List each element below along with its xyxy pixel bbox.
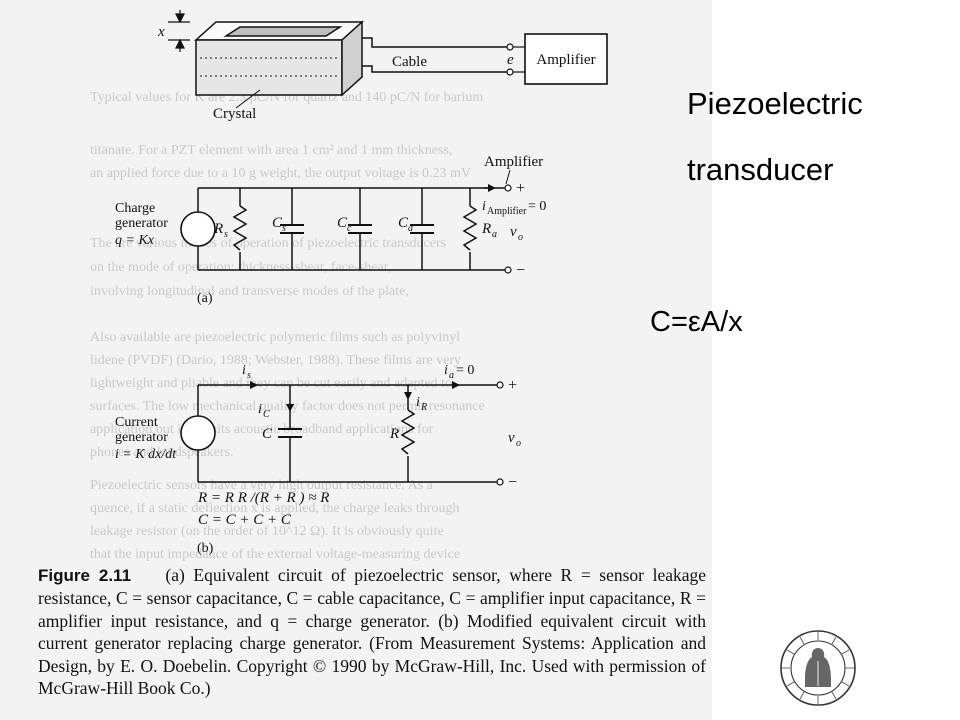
- cs-label: C: [272, 215, 283, 231]
- vo-subscript: o: [516, 438, 521, 449]
- ia-label: i: [444, 363, 448, 378]
- i-amplifier-value: = 0: [528, 199, 546, 214]
- current-generator-label: Current: [115, 415, 158, 430]
- ia-arrow: [452, 381, 460, 389]
- plus-sign: +: [508, 377, 517, 394]
- is-label: i: [242, 363, 246, 378]
- current-generator-label: generator: [115, 430, 168, 445]
- i-amplifier-subscript: Amplifier: [487, 206, 527, 217]
- scanned-textbook-page: Typical values for K are 2.3 pC/N for qu…: [0, 0, 712, 720]
- amplifier-label-a: Amplifier: [484, 154, 543, 170]
- background-text-line: leakage resistor (on the order of 10^12 …: [90, 524, 444, 539]
- r-equation: R = R R /(R + R ) ≈ R: [197, 490, 329, 506]
- current-equation: i = K dx/dt: [115, 447, 177, 462]
- output-terminal-plus: [504, 184, 512, 192]
- r-label: R: [389, 426, 399, 442]
- panel-a-label: (a): [197, 291, 213, 306]
- plus-sign: +: [516, 180, 525, 197]
- background-text-line: lightweight and pliable and they can be …: [90, 376, 452, 391]
- slide-title-line2: transducer: [687, 152, 834, 187]
- charge-generator-label: Charge: [115, 201, 155, 216]
- cc-capacitor: [348, 224, 372, 234]
- circuit-a-wires: [197, 187, 508, 271]
- terminal: [506, 68, 514, 76]
- r-resistor: [400, 409, 416, 455]
- crystal-pointer: [235, 89, 261, 109]
- vo-label: v: [508, 430, 515, 446]
- circuit-b-wires: [197, 384, 500, 483]
- ca-subscript: a: [408, 223, 413, 234]
- ic-arrow: [286, 404, 294, 412]
- output-terminal-minus: [504, 266, 512, 274]
- charge-equation: q = Kx: [115, 233, 155, 248]
- cs-capacitor: [280, 224, 304, 234]
- terminal: [506, 43, 514, 51]
- i-amplifier-label: i: [482, 199, 486, 214]
- is-subscript: s: [247, 370, 251, 381]
- ca-capacitor: [410, 224, 434, 234]
- background-text-line: Typical values for K are 2.3 pC/N for qu…: [90, 90, 484, 105]
- background-text-line: application but it permits acoustic broa…: [90, 422, 434, 437]
- background-text-line: titanate. For a PZT element with area 1 …: [90, 143, 453, 158]
- background-text-line: quence, if a static deflection x is appl…: [90, 501, 460, 516]
- c-equation: C = C + C + C: [198, 512, 292, 528]
- c-label: C: [262, 426, 273, 442]
- cc-label: C: [337, 215, 348, 231]
- background-text-line: The are various modes of operation of pi…: [90, 236, 447, 251]
- minus-sign: −: [508, 474, 517, 491]
- ra-label: R: [481, 221, 491, 237]
- output-terminal-minus: [496, 478, 504, 486]
- rs-resistor: [232, 205, 248, 251]
- cable-label: Cable: [392, 54, 427, 70]
- x-dimension-marker: [168, 10, 190, 52]
- background-text-line: lidene (PVDF) (Dario, 1988; Webster, 198…: [90, 353, 462, 368]
- amplifier-label: Amplifier: [536, 52, 595, 68]
- panel-b-label: (b): [197, 541, 214, 556]
- cc-subscript: c: [347, 223, 352, 234]
- cs-subscript: s: [282, 223, 286, 234]
- charge-generator-symbol: [180, 211, 216, 247]
- crystal-label: Crystal: [213, 106, 256, 122]
- cable: [362, 37, 508, 73]
- vo-label: v: [510, 224, 517, 240]
- circuit-figure: x Crystal Cable e Amplifier: [115, 10, 608, 556]
- ir-label: i: [416, 395, 420, 410]
- is-arrow: [250, 381, 258, 389]
- crystal-sketch: [194, 20, 364, 97]
- ra-resistor: [462, 205, 478, 251]
- x-label: x: [157, 24, 165, 40]
- amplifier-pointer: [505, 169, 511, 185]
- rs-subscript: s: [224, 229, 228, 240]
- e-label: e: [507, 52, 514, 68]
- figure-caption: Figure 2.11 (a) Equivalent circuit of pi…: [38, 564, 706, 699]
- slide-title-line1: Piezoelectric: [687, 86, 863, 121]
- ic-subscript: C: [263, 409, 270, 420]
- background-text-line: involving longitudinal and transverse mo…: [90, 284, 409, 299]
- background-text-line: that the input impedance of the external…: [90, 547, 461, 562]
- capacitance-formula: C=εA/x: [650, 306, 743, 338]
- current-arrow-head: [488, 184, 496, 192]
- ic-label: i: [258, 402, 262, 417]
- ra-subscript: a: [492, 229, 497, 240]
- rs-label: R: [213, 221, 223, 237]
- minus-sign: −: [516, 262, 525, 279]
- c-capacitor: [278, 428, 302, 438]
- output-terminal-plus: [496, 381, 504, 389]
- background-text-line: an applied force due to a 10 g weight, t…: [90, 166, 472, 181]
- figure-number: Figure 2.11: [38, 566, 132, 585]
- ir-arrow: [404, 392, 412, 400]
- charge-generator-label: generator: [115, 216, 168, 231]
- current-generator-symbol: [180, 415, 216, 451]
- caption-text: (a) Equivalent circuit of piezoelectric …: [38, 565, 707, 699]
- university-seal-icon: [780, 630, 856, 706]
- ia-subscript: a: [449, 370, 454, 381]
- ir-subscript: R: [420, 402, 427, 413]
- amplifier-box: [524, 33, 608, 85]
- ca-label: C: [398, 215, 409, 231]
- background-text-line: Also available are piezoelectric polymer…: [90, 330, 461, 345]
- ia-value: = 0: [456, 363, 474, 378]
- vo-subscript: o: [518, 232, 523, 243]
